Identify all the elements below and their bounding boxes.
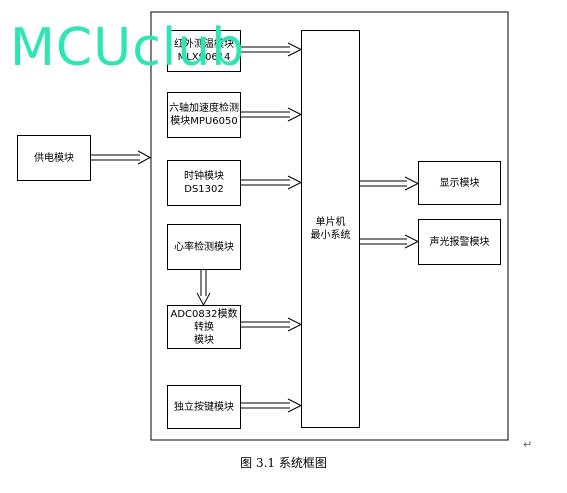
- block-temp: 红外测温模块 MLX90614: [167, 30, 241, 72]
- outer-frame: [150, 11, 509, 441]
- block-adc: ADC0832模数转换 模块: [167, 305, 241, 349]
- paragraph-mark: ↵: [523, 438, 533, 451]
- block-clock: 时钟模块DS1302: [167, 160, 241, 206]
- arrow-clock-to-mcu: [241, 175, 303, 190]
- arrow-mcu-to-alarm: [360, 234, 420, 249]
- figure-caption: 图 3.1 系统框图: [240, 456, 327, 470]
- arrow-temp-to-mcu: [241, 42, 303, 57]
- arrow-mcu-to-display: [360, 176, 420, 191]
- block-keys: 独立按键模块: [167, 385, 241, 429]
- block-accel: 六轴加速度检测 模块MPU6050: [167, 92, 241, 138]
- arrow-accel-to-mcu: [241, 107, 303, 122]
- arrow-heart-to-adc: [196, 270, 211, 307]
- watermark-logo: MCUclub: [10, 18, 246, 78]
- block-power: 供电模块: [17, 135, 91, 181]
- arrow-power-to-frame: [91, 150, 152, 165]
- block-display: 显示模块: [418, 161, 501, 205]
- block-alarm: 声光报警模块: [418, 219, 501, 265]
- arrow-adc-to-mcu: [241, 317, 303, 332]
- block-mcu: 单片机 最小系统: [301, 30, 360, 428]
- arrow-keys-to-mcu: [241, 398, 303, 413]
- block-heart: 心率检测模块: [167, 224, 241, 270]
